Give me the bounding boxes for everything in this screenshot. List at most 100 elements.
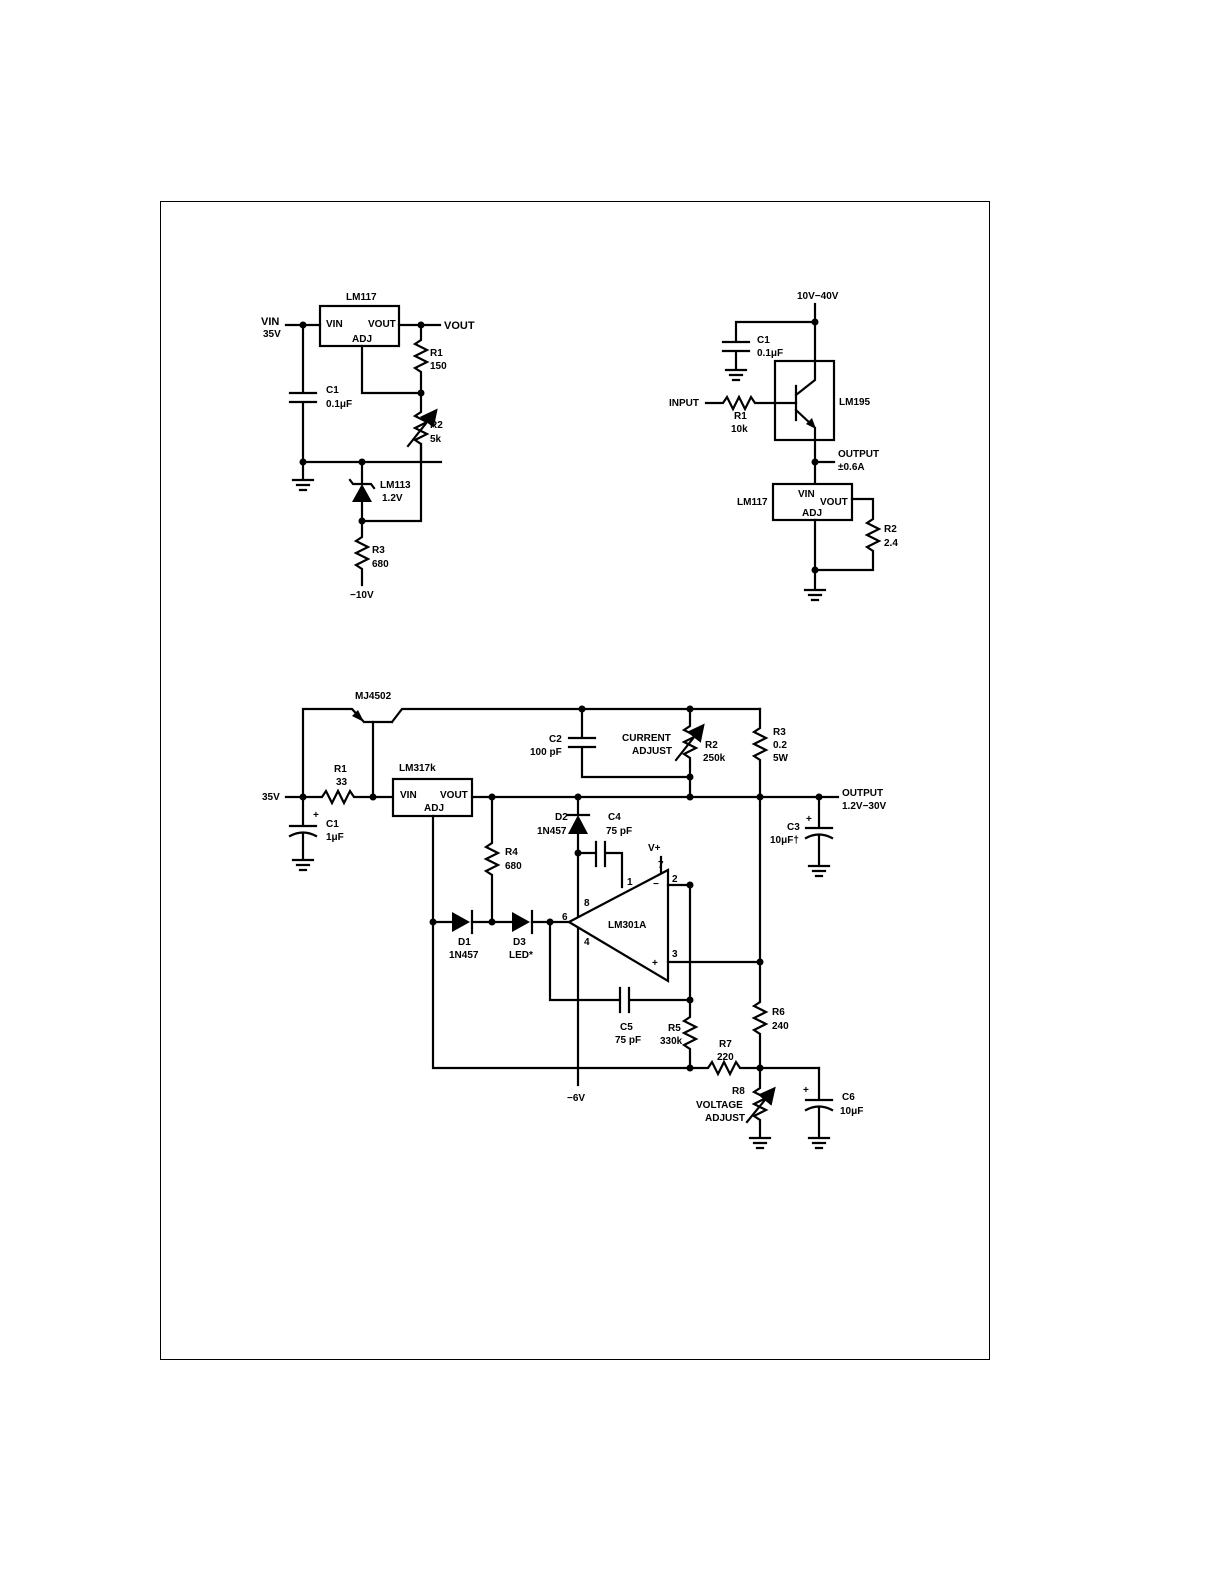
lm195-label: LM195 [839, 397, 871, 408]
c2-name: C2 [549, 734, 562, 745]
vin-value: 35V [263, 329, 281, 340]
c1-name: C1 [326, 819, 339, 830]
r3-value-line2: 5W [773, 753, 789, 764]
r7-name: R7 [719, 1039, 732, 1050]
lm117-title: LM117 [346, 292, 377, 303]
pin7-label: 7 [658, 860, 664, 871]
pin6-label: 6 [562, 912, 568, 923]
vout-label: VOUT [444, 320, 475, 332]
r1-value: 150 [430, 361, 447, 372]
d1-name: D1 [458, 937, 471, 948]
r7-value: 220 [717, 1052, 734, 1063]
neg-supply-label: −6V [567, 1093, 585, 1104]
d3-value: LED* [509, 950, 533, 961]
r3-name: R3 [372, 545, 385, 556]
neg-supply-label: −10V [350, 590, 374, 601]
c6-value: 10μF [840, 1106, 863, 1117]
opamp-minus: − [653, 879, 659, 890]
c1-plus: + [313, 810, 319, 821]
c3-plus: + [806, 814, 812, 825]
r3-value: 680 [372, 559, 389, 570]
current-adjust-line2: ADJUST [632, 746, 672, 757]
r2-value: 250k [703, 753, 726, 764]
d3-name: D3 [513, 937, 526, 948]
c1-value: 1μF [326, 832, 344, 843]
r2-value: 5k [430, 434, 442, 445]
r3-value-line1: 0.2 [773, 740, 787, 751]
c5-value: 75 pF [615, 1035, 641, 1046]
lm117-block [771, 482, 854, 522]
supply-label: 35V [262, 792, 280, 803]
supply-label: 10V−40V [797, 291, 839, 302]
r1-name: R1 [430, 348, 443, 359]
c1-name: C1 [757, 335, 770, 346]
lm317k-adj-pin: ADJ [424, 803, 444, 814]
pin1-label: 1 [627, 877, 633, 888]
r8-name: R8 [732, 1086, 745, 1097]
opamp-plus: + [652, 958, 658, 969]
c1-value: 0.1μF [757, 348, 783, 359]
vin-label: VIN [261, 316, 279, 328]
lm117-vin-pin: VIN [326, 319, 343, 330]
voltage-adjust-line2: ADJUST [705, 1113, 745, 1124]
r1-name: R1 [734, 411, 747, 422]
vplus-label: V+ [648, 843, 661, 854]
lm117-vin-pin: VIN [798, 489, 815, 500]
output-value: ±0.6A [838, 462, 865, 473]
lm117-adj-pin: ADJ [802, 508, 822, 519]
lm117-vout-pin: VOUT [820, 497, 848, 508]
c6-plus: + [803, 1085, 809, 1096]
lm317k-vin-pin: VIN [400, 790, 417, 801]
output-label: OUTPUT [838, 449, 879, 460]
c3-name: C3 [787, 822, 800, 833]
lm317k-vout-pin: VOUT [440, 790, 468, 801]
r2-name: R2 [430, 420, 443, 431]
d1-value: 1N457 [449, 950, 479, 961]
r5-name: R5 [668, 1023, 681, 1034]
c4-value: 75 pF [606, 826, 632, 837]
lm117-title: LM117 [737, 497, 768, 508]
current-adjust-line1: CURRENT [622, 733, 671, 744]
r5-value: 330k [660, 1036, 683, 1047]
c4-name: C4 [608, 812, 621, 823]
r2-name: R2 [884, 524, 897, 535]
c1-value: 0.1μF [326, 399, 352, 410]
r1-name: R1 [334, 764, 347, 775]
r2-value: 2.4 [884, 538, 898, 549]
lm301a-label: LM301A [608, 920, 646, 931]
pin4-label: 4 [584, 937, 590, 948]
voltage-adjust-line1: VOLTAGE [696, 1100, 743, 1111]
lm317k-title: LM317k [399, 763, 436, 774]
r1-value: 10k [731, 424, 748, 435]
r3-name: R3 [773, 727, 786, 738]
lm195-block [773, 359, 836, 442]
c3-value: 10μF† [770, 835, 799, 846]
pin2-label: 2 [672, 874, 678, 885]
c2-value: 100 pF [530, 747, 562, 758]
r4-name: R4 [505, 847, 518, 858]
d2-value: 1N457 [537, 826, 567, 837]
lm113-name: LM113 [380, 480, 411, 491]
input-label: INPUT [669, 398, 699, 409]
d2-name: D2 [555, 812, 568, 823]
pin8-label: 8 [584, 898, 590, 909]
r4-value: 680 [505, 861, 522, 872]
lm301a-opamp [566, 868, 670, 983]
pin3-label: 3 [672, 949, 678, 960]
output-label: OUTPUT [842, 788, 883, 799]
r1-value: 33 [336, 777, 348, 788]
c5-name: C5 [620, 1022, 633, 1033]
lm117-vout-pin: VOUT [368, 319, 396, 330]
r6-value: 240 [772, 1021, 789, 1032]
circuit-lm195-follower: 10V−40V C1 0.1μF LM195 INPUT R1 10k OUTP… [669, 291, 898, 602]
c6-name: C6 [842, 1092, 855, 1103]
r6-name: R6 [772, 1007, 785, 1018]
lm117-adj-pin: ADJ [352, 334, 372, 345]
figure-frame [160, 201, 990, 1360]
mj4502-label: MJ4502 [355, 691, 392, 702]
circuit-lab-power-supply: MJ4502 35V R1 33 + C1 1μF LM317k VIN VOU… [262, 691, 887, 1150]
c1-name: C1 [326, 385, 339, 396]
circuit-lm117-current-source: LM117 VIN VOUT ADJ VIN 35V C1 0.1μF VOUT… [261, 292, 475, 601]
lm113-value: 1.2V [382, 493, 403, 504]
